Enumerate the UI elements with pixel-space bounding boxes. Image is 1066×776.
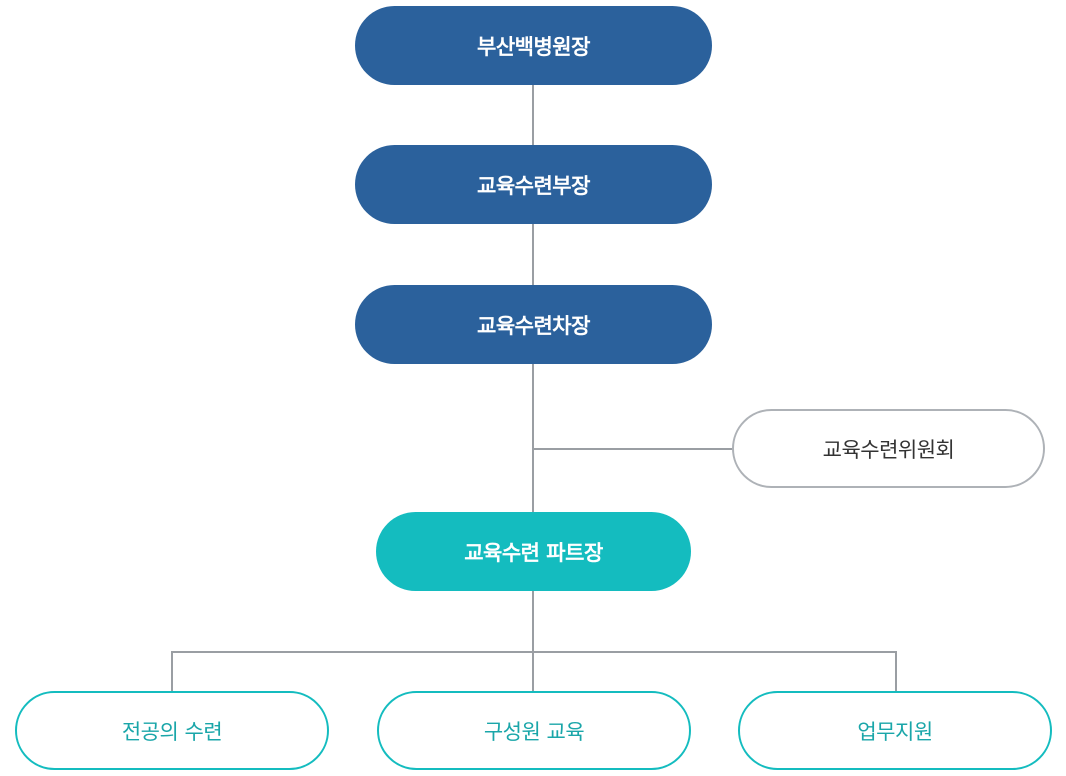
node-team-residency: 전공의 수련 bbox=[15, 691, 329, 770]
connector-team-right bbox=[895, 651, 897, 692]
node-part-leader: 교육수련 파트장 bbox=[376, 512, 691, 591]
node-team-staff-education: 구성원 교육 bbox=[377, 691, 691, 770]
node-education-deputy: 교육수련차장 bbox=[355, 285, 712, 364]
node-education-committee: 교육수련위원회 bbox=[732, 409, 1045, 488]
node-education-head: 교육수련부장 bbox=[355, 145, 712, 224]
connector-trunk-lower bbox=[532, 590, 534, 692]
connector-team-left bbox=[171, 651, 173, 692]
connector-committee-branch bbox=[533, 448, 733, 450]
connector-team-bar bbox=[171, 651, 897, 653]
node-team-support: 업무지원 bbox=[738, 691, 1052, 770]
node-director: 부산백병원장 bbox=[355, 6, 712, 85]
